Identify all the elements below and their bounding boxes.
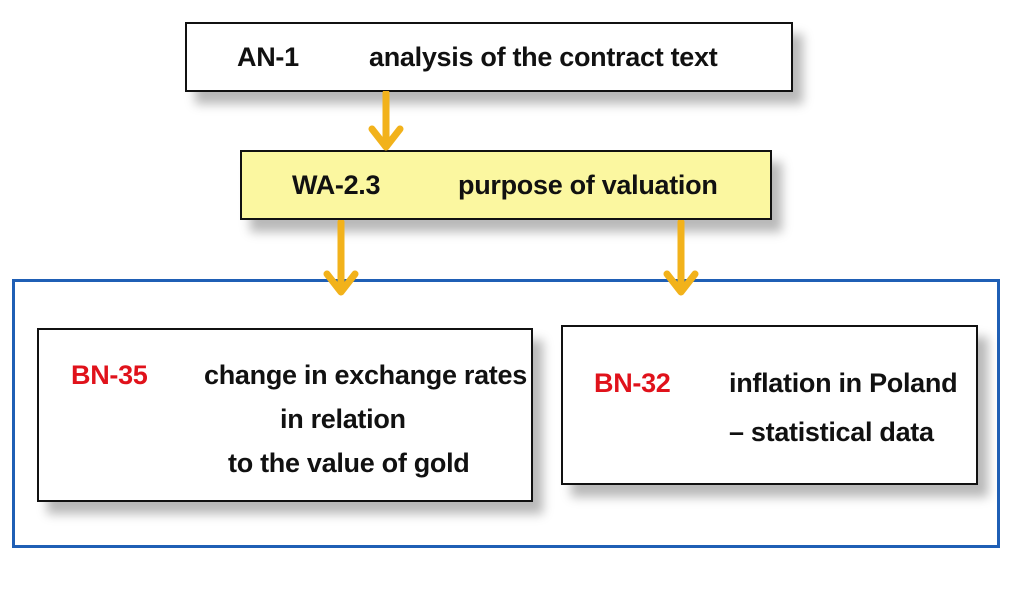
arrow-an1-to-wa <box>368 91 404 151</box>
node-an-1-text: analysis of the contract text <box>369 42 718 72</box>
arrow-wa-to-bn32 <box>663 220 699 296</box>
node-bn-35-code: BN-35 <box>71 360 148 390</box>
node-bn-35-line-3: to the value of gold <box>228 448 470 478</box>
arrow-wa-to-bn35 <box>323 220 359 296</box>
node-bn-32: BN-32 inflation in Poland – statistical … <box>561 325 978 485</box>
node-wa-2-3-text: purpose of valuation <box>458 170 718 200</box>
group-frame <box>12 279 1000 548</box>
node-an-1: AN-1 analysis of the contract text <box>185 22 793 92</box>
node-bn-35: BN-35 change in exchange rates in relati… <box>37 328 533 502</box>
node-bn-35-line-2: in relation <box>280 404 406 434</box>
node-bn-35-line-1: change in exchange rates <box>204 360 527 390</box>
node-bn-32-line-2: – statistical data <box>729 417 934 447</box>
node-bn-32-line-1: inflation in Poland <box>729 368 958 398</box>
node-wa-2-3: WA-2.3 purpose of valuation <box>240 150 772 220</box>
node-an-1-code: AN-1 <box>237 42 299 72</box>
node-bn-32-code: BN-32 <box>594 368 671 398</box>
node-wa-2-3-code: WA-2.3 <box>292 170 381 200</box>
